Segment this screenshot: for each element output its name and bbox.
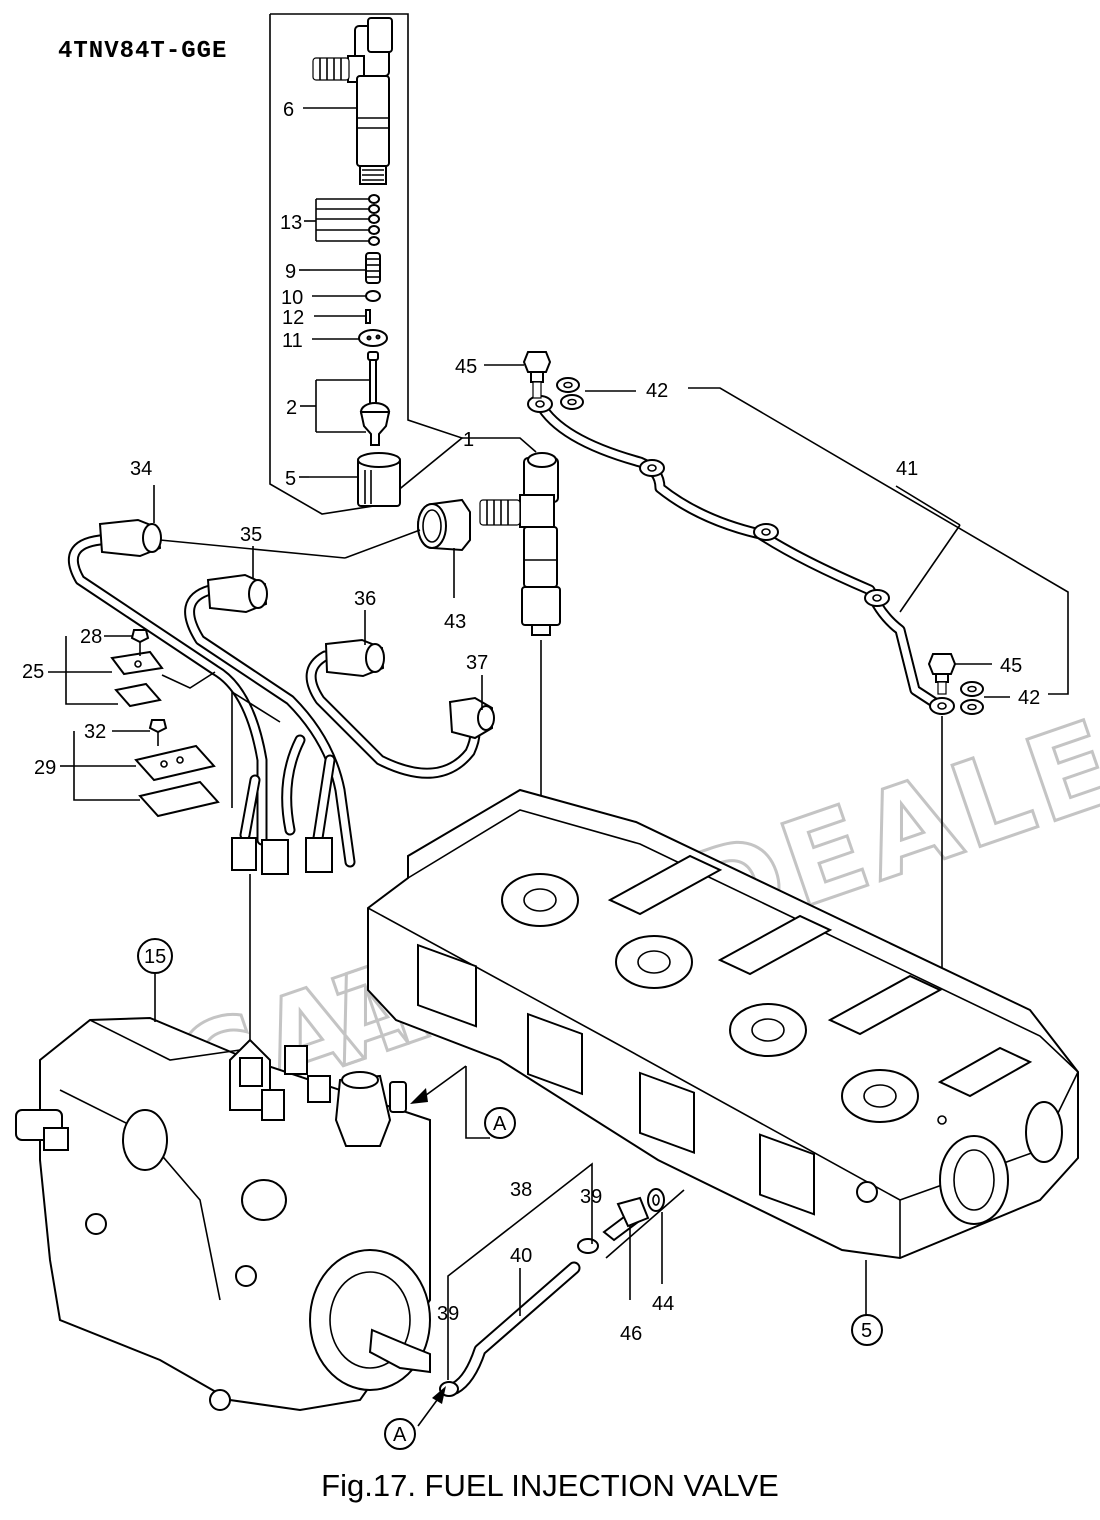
- callout-39-top: 39: [580, 1186, 602, 1208]
- gasket-part-44: [647, 1188, 665, 1284]
- distance-piece-part-11: [312, 329, 388, 347]
- pin-part-12: [314, 309, 371, 324]
- callout-1: 1: [463, 429, 474, 451]
- nozzle-exploded-frame: [269, 13, 464, 515]
- leader-41: [688, 387, 1069, 695]
- leakoff-hose-part-40: [439, 1162, 599, 1397]
- banjo-fitting-part-46: [602, 1196, 650, 1300]
- injection-pump-part-15: [15, 974, 431, 1412]
- callout-12: 12: [282, 307, 304, 329]
- joint-bolt-part-45-top: [484, 351, 552, 399]
- callout-13: 13: [280, 212, 302, 234]
- callout-35: 35: [240, 524, 262, 546]
- injector-assembly-part-1: [462, 437, 561, 850]
- pipe-clamp-part-29: [60, 690, 281, 818]
- callout-45-top: 45: [455, 356, 477, 378]
- callout-37: 37: [466, 652, 488, 674]
- callout-5-head: 5: [861, 1320, 872, 1342]
- callout-29: 29: [34, 757, 56, 779]
- callout-38: 38: [510, 1179, 532, 1201]
- shims-part-13: [315, 194, 380, 246]
- callout-2: 2: [286, 397, 297, 419]
- callout-32: 32: [84, 721, 106, 743]
- callout-41: 41: [896, 458, 918, 480]
- callout-a-top: A: [493, 1113, 507, 1135]
- callout-43: 43: [444, 611, 466, 633]
- washer-part-42-top: [556, 377, 636, 410]
- nozzle-needle-part-2: [315, 351, 391, 446]
- callout-45-right: 45: [1000, 655, 1022, 677]
- callout-25: 25: [22, 661, 44, 683]
- return-pipe-part-41: [527, 395, 955, 1120]
- callout-36: 36: [354, 588, 376, 610]
- callout-a-bottom: A: [393, 1424, 407, 1446]
- callout-15: 15: [144, 946, 166, 968]
- figure-caption: Fig.17. FUEL INJECTION VALVE: [321, 1468, 779, 1503]
- model-code-label: 4TNV84T-GGE: [58, 38, 228, 65]
- callout-42-right: 42: [1018, 687, 1040, 709]
- nozzle-holder-part-6: [312, 17, 393, 185]
- callout-42-top: 42: [646, 380, 668, 402]
- callout-44: 44: [652, 1293, 674, 1315]
- callout-labels: 6 13 9 10 12 11 2 5 1 45 42 41 45 42 34 …: [22, 99, 1040, 1450]
- connection-arrow-a-top: [410, 1065, 490, 1139]
- injection-pipes: [67, 485, 495, 1060]
- pipe-clamp-part-25: [48, 629, 216, 708]
- callout-34: 34: [130, 458, 152, 480]
- callout-46: 46: [620, 1323, 642, 1345]
- cylinder-head-part-5: [367, 788, 1079, 1316]
- connection-arrow-a-bottom: [417, 1386, 446, 1427]
- spring-part-9: [310, 252, 381, 284]
- callout-40: 40: [510, 1245, 532, 1267]
- callout-9: 9: [285, 261, 296, 283]
- callout-10: 10: [281, 287, 303, 309]
- callout-6: 6: [283, 99, 294, 121]
- callout-39-bottom: 39: [437, 1303, 459, 1325]
- callout-11: 11: [282, 330, 303, 352]
- callout-5: 5: [285, 468, 296, 490]
- callout-28: 28: [80, 626, 102, 648]
- joint-bolt-part-45-right: [927, 653, 992, 695]
- spring-seat-part-10: [312, 290, 381, 302]
- sleeve-part-43: [417, 498, 471, 598]
- retaining-nut-part-5: [309, 452, 401, 507]
- washer-part-42-right: [960, 681, 1010, 715]
